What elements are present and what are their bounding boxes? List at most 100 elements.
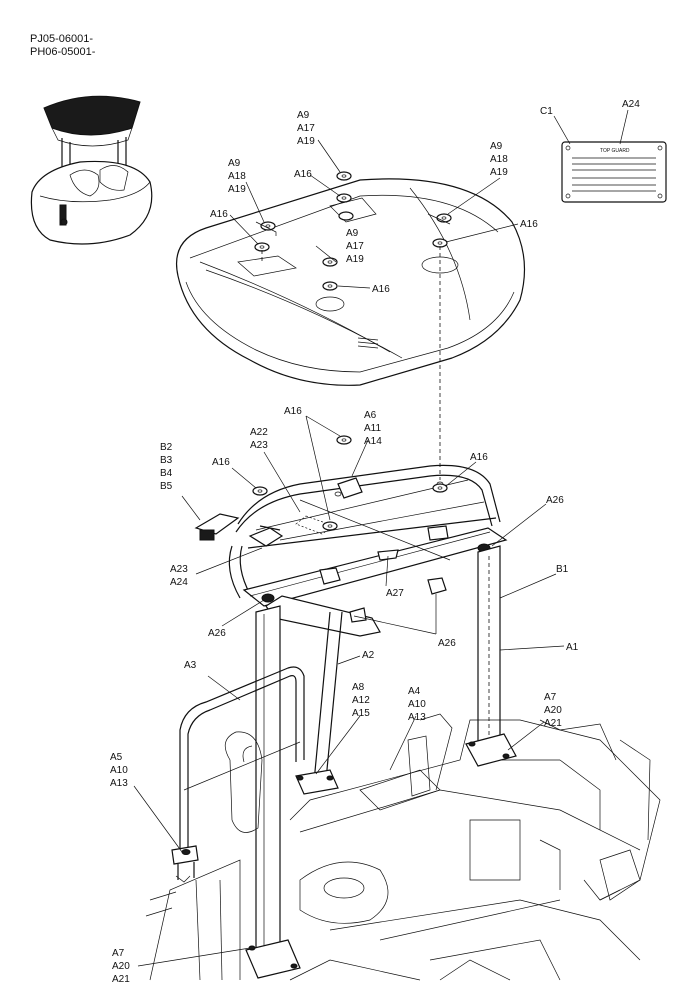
label-line: A18 (490, 154, 508, 165)
label-line: A16 (520, 219, 538, 230)
label-frame-a26-bottom: A26 (438, 638, 456, 649)
label-line: A7 (544, 692, 557, 703)
label-line: A10 (110, 765, 128, 776)
label-line: B5 (160, 481, 173, 492)
label-line: A9 (228, 158, 241, 169)
label-line: A23 (250, 440, 268, 451)
label-line: A9 (346, 228, 359, 239)
label-top-a16-right: A16 (520, 219, 538, 230)
label-line: A18 (228, 171, 246, 182)
label-line: A19 (228, 184, 246, 195)
label-line: A8 (352, 682, 365, 693)
label-line: A15 (352, 708, 370, 719)
top-cover-bolts (254, 171, 452, 480)
label-c1: C1 (540, 106, 553, 117)
rops-frame (194, 464, 508, 637)
label-frame-a16-left: A16 (212, 457, 230, 468)
label-frame-a1: A1 (566, 642, 579, 653)
label-line: A19 (490, 167, 508, 178)
label-line: A21 (112, 974, 130, 985)
label-line: A13 (110, 778, 128, 789)
label-line: A27 (386, 588, 404, 599)
base-chassis (145, 713, 661, 981)
label-a24-top: A24 (622, 99, 640, 110)
label-frame-a16-top: A16 (284, 406, 302, 417)
label-line: A24 (622, 99, 640, 110)
label-line: A13 (408, 712, 426, 723)
label-line: A4 (408, 686, 421, 697)
label-line: A26 (546, 495, 564, 506)
label-line: A17 (346, 241, 364, 252)
label-line: A16 (470, 452, 488, 463)
serial-range-1: PJ05-06001- (30, 33, 93, 45)
label-line: A19 (297, 136, 315, 147)
label-top-a16-center: A16 (294, 169, 312, 180)
label-frame-b1: B1 (556, 564, 569, 575)
label-line: A5 (110, 752, 123, 763)
label-line: A20 (544, 705, 562, 716)
label-frame-a2: A2 (362, 650, 375, 661)
label-line: B1 (556, 564, 569, 575)
label-line: A20 (112, 961, 130, 972)
label-frame-a26-left: A26 (208, 628, 226, 639)
label-line: A12 (352, 695, 370, 706)
diagonal-brace-a2 (295, 611, 343, 795)
label-line: A22 (250, 427, 268, 438)
label-line: A11 (364, 423, 381, 434)
label-frame-a26-right: A26 (546, 495, 564, 506)
label-line: A2 (362, 650, 375, 661)
leader-lines (133, 109, 629, 967)
label-line: A1 (566, 642, 579, 653)
label-line: A7 (112, 948, 125, 959)
label-line: A21 (544, 718, 562, 729)
handrail-a3 (171, 666, 305, 883)
label-line: A23 (170, 564, 188, 575)
label-line: A17 (297, 123, 315, 134)
plate-title: TOP GUARD (600, 148, 630, 154)
label-line: A24 (170, 577, 188, 588)
label-line: A16 (212, 457, 230, 468)
label-frame-a27: A27 (386, 588, 404, 599)
front-post (245, 605, 301, 979)
label-line: A6 (364, 410, 377, 421)
label-line: A26 (438, 638, 456, 649)
frame-washers (252, 435, 448, 531)
serial-range-2: PH06-05001- (30, 46, 96, 58)
label-line: C1 (540, 106, 553, 117)
label-line: B4 (160, 468, 173, 479)
top-guard-cover (176, 178, 526, 386)
label-line: A9 (297, 110, 310, 121)
label-line: B2 (160, 442, 173, 453)
label-top-a16-mid: A16 (372, 284, 390, 295)
label-line: A16 (284, 406, 302, 417)
label-line: A14 (364, 436, 382, 447)
label-line: A16 (372, 284, 390, 295)
label-top-a16-left: A16 (210, 209, 228, 220)
label-line: A9 (490, 141, 503, 152)
label-frame-a16-right: A16 (470, 452, 488, 463)
label-frame-a3: A3 (184, 660, 197, 671)
label-line: A16 (210, 209, 228, 220)
label-line: A16 (294, 169, 312, 180)
label-line: A3 (184, 660, 197, 671)
label-line: A10 (408, 699, 426, 710)
rear-post-a1 (465, 545, 517, 767)
label-line: B3 (160, 455, 173, 466)
machine-inset (30, 95, 153, 245)
label-line: A19 (346, 254, 364, 265)
